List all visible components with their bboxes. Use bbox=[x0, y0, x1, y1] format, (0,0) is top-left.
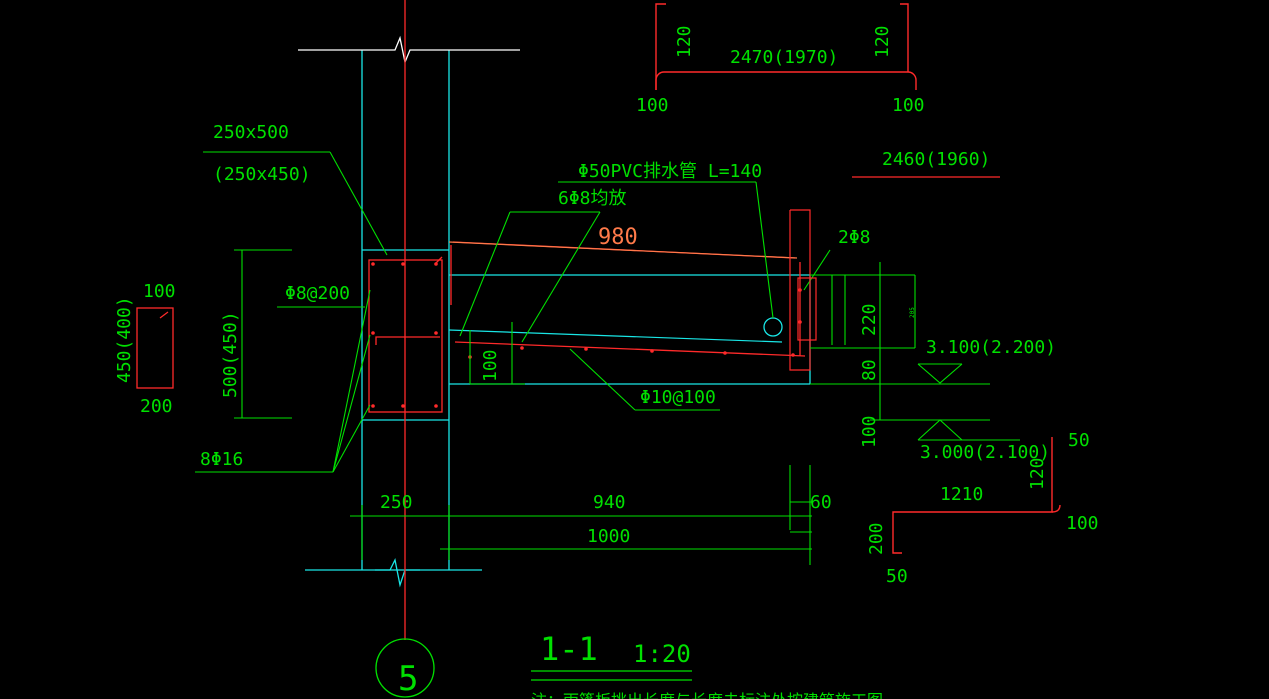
elevation-bottom: 3.000(2.100) bbox=[920, 442, 1050, 463]
slab-rebar bbox=[450, 241, 806, 357]
beam-bars bbox=[371, 262, 438, 408]
bar-1210-end-left: 50 bbox=[886, 566, 908, 587]
axis-bubble bbox=[375, 638, 435, 698]
section-scale: 1:20 bbox=[633, 640, 691, 668]
bar-1210-top-right: 50 bbox=[1068, 430, 1090, 451]
dim-100-right: 100 bbox=[859, 415, 880, 448]
right-dims bbox=[810, 262, 990, 421]
edge-bars-label: 2Φ8 bbox=[838, 227, 871, 248]
dim-tiny: 205 bbox=[909, 307, 916, 318]
stirrups-label: Φ8@200 bbox=[285, 283, 350, 304]
dim-60: 60 bbox=[810, 492, 832, 513]
break-symbol-top bbox=[298, 35, 520, 65]
section-name: 1-1 bbox=[540, 630, 598, 668]
drain-pipe-icon bbox=[763, 317, 783, 337]
slab-bar-dots bbox=[468, 288, 802, 359]
slab-top-line bbox=[448, 329, 783, 343]
top-bar-length: 2470(1970) bbox=[730, 47, 838, 68]
dim-940: 940 bbox=[593, 492, 626, 513]
top-bar-end-left: 100 bbox=[636, 95, 669, 116]
beam-height-text: 500(450) bbox=[220, 311, 241, 398]
dim-220: 220 bbox=[859, 303, 880, 336]
dim-980-line bbox=[448, 241, 798, 259]
slab-thick-text: 100 bbox=[480, 349, 501, 382]
small-rect-bottom: 200 bbox=[140, 396, 173, 417]
dist-bars-label: 6Φ8均放 bbox=[558, 188, 627, 209]
top-bar-shape bbox=[655, 3, 917, 90]
small-rect-side: 450(400) bbox=[114, 296, 135, 383]
break-symbol-bottom bbox=[375, 558, 420, 588]
bar-2460-length: 2460(1960) bbox=[882, 149, 990, 170]
top-bar-end-right: 100 bbox=[892, 95, 925, 116]
dim-80: 80 bbox=[859, 359, 880, 381]
slab-bars-label: Φ10@100 bbox=[640, 387, 716, 408]
dim-980: 980 bbox=[598, 225, 638, 250]
bar-1210-length: 1210 bbox=[940, 484, 983, 505]
small-section-hatch bbox=[159, 311, 169, 319]
beam-size-alt-label: (250x450) bbox=[213, 164, 311, 185]
beam-stirrups bbox=[368, 256, 443, 413]
right-bar-shape bbox=[789, 209, 817, 371]
dim-250: 250 bbox=[380, 492, 413, 513]
elevation-top: 3.100(2.200) bbox=[926, 337, 1056, 358]
small-section-rect bbox=[136, 307, 174, 389]
elevation-mark-top bbox=[917, 363, 963, 384]
leader-lines bbox=[195, 151, 831, 473]
axis-number: 5 bbox=[398, 659, 418, 699]
top-bar-hook-right: 120 bbox=[872, 25, 893, 58]
bar-1210-hook-right: 120 bbox=[1027, 457, 1048, 490]
top-bar-hook-left: 120 bbox=[674, 25, 695, 58]
small-rect-top: 100 bbox=[143, 281, 176, 302]
beam-size-label: 250x500 bbox=[213, 122, 289, 143]
bar-1210-hook-left: 200 bbox=[866, 522, 887, 555]
drain-pipe-label: Φ50PVC排水管 L=140 bbox=[578, 161, 762, 182]
beam-height-dim bbox=[234, 249, 292, 419]
main-bars-label: 8Φ16 bbox=[200, 449, 243, 470]
bar-1210-end-right: 100 bbox=[1066, 513, 1099, 534]
bar-1210-shape bbox=[892, 437, 1061, 554]
bottom-dims bbox=[350, 465, 812, 565]
slab-thick-dim bbox=[469, 322, 525, 385]
elevation-mark-bottom bbox=[917, 419, 1020, 441]
dim-1000: 1000 bbox=[587, 526, 630, 547]
bottom-note: 注：雨篷板挑出长度与长度未标注处按建筑施工图 bbox=[531, 691, 883, 699]
